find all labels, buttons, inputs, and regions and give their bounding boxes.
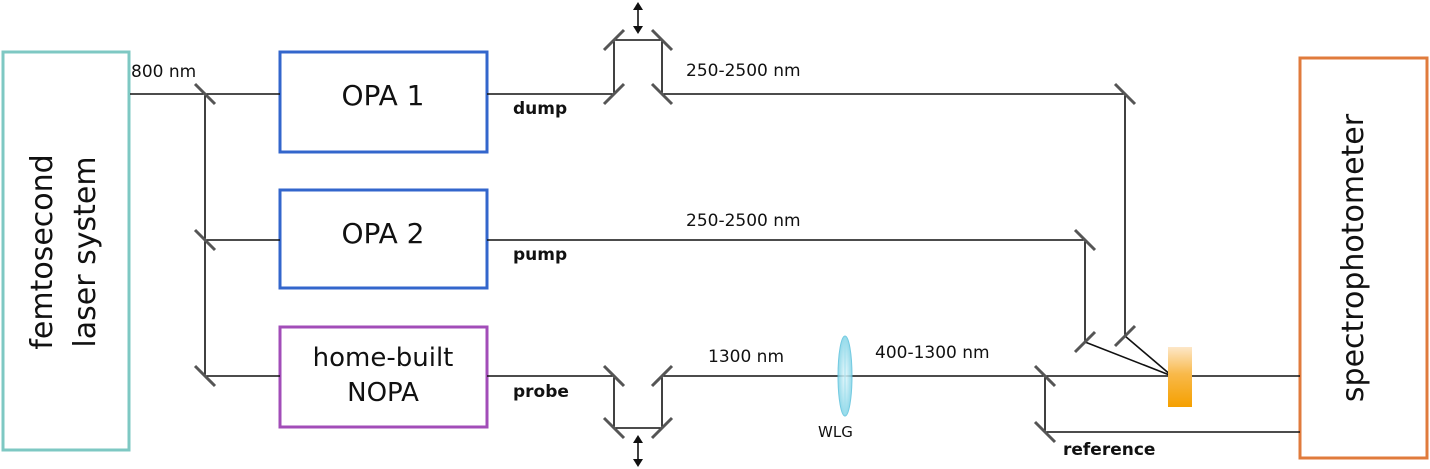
delay-arrow-top-icon xyxy=(633,2,643,34)
mirror xyxy=(1113,82,1137,106)
label-wlg: WLG xyxy=(818,423,853,441)
laser-label-line1: femtosecond xyxy=(25,154,60,349)
mirror xyxy=(1113,324,1137,348)
mirror xyxy=(193,364,217,388)
label-800nm: 800 nm xyxy=(131,62,196,82)
mirrors xyxy=(193,28,1137,444)
label-pump: pump xyxy=(513,245,567,265)
mirror xyxy=(1073,228,1097,252)
opa1-box xyxy=(278,50,489,154)
delay-arrow-bottom-icon xyxy=(633,435,643,467)
mirror xyxy=(1033,420,1057,444)
opa2-box xyxy=(278,188,489,290)
laser-label-line2: laser system xyxy=(68,156,103,347)
label-1300nm: 1300 nm xyxy=(708,347,784,367)
mirror xyxy=(650,28,674,52)
mirror xyxy=(650,364,674,388)
mirror xyxy=(650,416,674,440)
label-range-pump: 250-2500 nm xyxy=(686,211,801,231)
sample-cell-icon xyxy=(1168,347,1192,407)
spectro-label: spectrophotometer xyxy=(1336,113,1371,402)
mirror xyxy=(1073,330,1097,354)
label-range-dump: 250-2500 nm xyxy=(686,61,801,81)
laser-box xyxy=(1,50,131,452)
label-probe: probe xyxy=(513,382,569,402)
beam-paths xyxy=(130,39,1300,433)
mirror xyxy=(602,28,626,52)
mirror xyxy=(602,364,626,388)
label-range-probe: 400-1300 nm xyxy=(875,343,990,363)
nopa-label-line1: home-built xyxy=(313,343,454,373)
nopa-label-line2: NOPA xyxy=(347,378,419,408)
mirror xyxy=(602,416,626,440)
opa2-label: OPA 2 xyxy=(341,217,424,250)
mirror xyxy=(602,82,626,106)
mirror xyxy=(1033,364,1057,388)
spectro-box xyxy=(1298,56,1429,460)
mirror xyxy=(650,82,674,106)
mirror xyxy=(193,82,217,106)
opa1-label: OPA 1 xyxy=(341,79,424,112)
label-reference: reference xyxy=(1063,440,1155,460)
mirror xyxy=(193,228,217,252)
nopa-box xyxy=(278,325,489,429)
label-dump: dump xyxy=(513,99,567,119)
